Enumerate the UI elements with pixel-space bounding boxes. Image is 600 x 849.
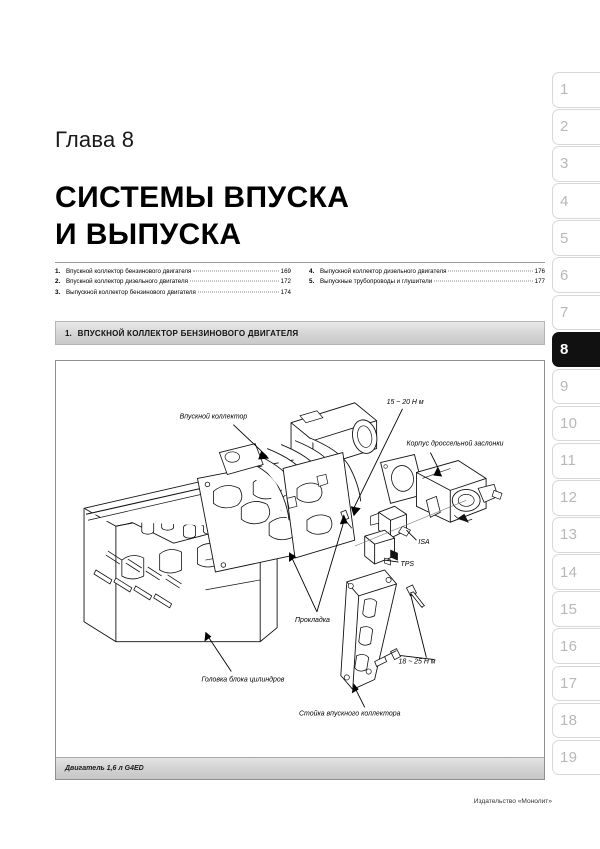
contents-item-label: Впускной коллектор дизельного двигателя [66,278,189,286]
publisher-footer: Издательство «Монолит» [473,798,552,805]
chapter-tab-18[interactable]: 18 [552,702,600,739]
chapter-label: Глава 8 [55,127,135,152]
leader-dots [197,291,279,293]
chapter-tab-rail: 1 2 3 4 5 6 7 8 9 10 11 12 13 14 15 16 1… [552,72,600,777]
chapter-tab-label: 18 [560,711,578,729]
label-torque-bottom: 18 ~ 25 Н м [399,659,436,666]
page-title: СИСТЕМЫ ВПУСКА И ВЫПУСКА [55,181,350,251]
chapter-tab-3[interactable]: 3 [552,146,600,182]
section-title: ВПУСКНОЙ КОЛЛЕКТОР БЕНЗИНОВОГО ДВИГАТЕЛЯ [77,328,299,338]
chapter-tab-label: 9 [560,378,569,396]
chapter-tab-14[interactable]: 14 [552,554,600,590]
contents-item[interactable]: 2. Впускной коллектор дизельного двигате… [55,277,291,287]
contents-item-number: 3. [55,288,61,296]
contents-item-label: Впускной коллектор бензинового двигателя [66,268,192,275]
label-bracket: Стойка впускного коллектора [299,709,401,717]
contents-item-label: Выпускной коллектор бензинового двигател… [66,288,196,296]
chapter-tab-label: 3 [560,155,569,173]
chapter-tab-label: 8 [560,340,569,358]
chapter-tab-12[interactable]: 12 [552,480,600,516]
chapter-tab-label: 12 [560,489,578,507]
contents-item-number: 4. [309,268,315,275]
contents-item-label: Выпускные трубопроводы и глушители [320,278,433,286]
leader-lines [204,408,443,708]
chapter-tab-label: 19 [560,748,578,766]
label-isa: ISA [418,539,430,546]
isa-valve-drawing [370,505,411,539]
chapter-tab-label: 11 [560,452,577,470]
chapter-tab-15[interactable]: 15 [552,591,600,627]
contents-column-right: 4. Выпускной коллектор дизельного двигат… [309,267,545,306]
bracket-bolt-upper [405,584,426,609]
chapter-tab-label: 4 [560,192,569,210]
leader-dots [448,270,533,272]
chapter-tab-10[interactable]: 10 [552,405,600,442]
chapter-tab-2[interactable]: 2 [552,109,600,145]
label-gasket: Прокладка [295,616,330,624]
leader-dots [193,270,279,272]
chapter-tab-1[interactable]: 1 [552,72,600,108]
contents-item-number: 1. [55,268,61,275]
figure-caption: Двигатель 1,6 л G4ED [65,765,144,772]
chapter-tab-label: 17 [560,674,578,692]
chapter-tab-label: 1 [560,81,569,99]
leader-dots [434,280,533,282]
section-header: 1. ВПУСКНОЙ КОЛЛЕКТОР БЕНЗИНОВОГО ДВИГАТ… [55,321,545,345]
contents-item[interactable]: 4. Выпускной коллектор дизельного двигат… [309,267,545,277]
chapter-tab-label: 6 [560,266,569,284]
chapter-tab-11[interactable]: 11 [552,442,600,479]
chapter-tab-6[interactable]: 6 [552,257,600,294]
chapter-tab-17[interactable]: 17 [552,665,600,702]
contents-item-number: 2. [55,278,61,286]
contents-item-label: Выпускной коллектор дизельного двигателя [320,268,447,275]
contents-item-page: 176 [534,268,545,275]
contents-item[interactable]: 1. Впускной коллектор бензинового двигат… [55,267,291,277]
throttle-body-drawing [415,460,503,523]
chapter-tab-19[interactable]: 19 [552,739,600,776]
chapter-tab-4[interactable]: 4 [552,183,600,219]
label-cylinder-head: Головка блока цилиндров [201,675,284,683]
contents-item[interactable]: 3. Выпускной коллектор бензинового двига… [55,288,291,298]
figure-caption-bar: Двигатель 1,6 л G4ED [56,757,544,779]
contents-item[interactable]: 5. Выпускные трубопроводы и глушители 17… [309,277,545,287]
label-throttle-body: Корпус дроссельной заслонки [406,440,503,448]
contents-item-page: 169 [280,268,291,275]
bracket-bolt-lower [374,648,402,668]
leader-dots [190,280,279,282]
intake-manifold-drawing [218,402,378,559]
contents-item-page: 174 [280,288,291,296]
exploded-view-figure: Впускной коллектор 15 ~ 20 Н м Корпус др… [55,360,545,780]
chapter-tab-label: 15 [560,600,578,618]
section-number: 1. [65,328,72,338]
chapter-tab-7[interactable]: 7 [552,294,600,331]
chapter-tab-9[interactable]: 9 [552,368,600,405]
chapter-tab-label: 14 [560,563,578,581]
chapter-tab-label: 13 [560,526,578,544]
manifold-bracket-drawing [340,569,398,690]
chapter-tab-label: 16 [560,637,578,655]
intake-manifold-diagram: Впускной коллектор 15 ~ 20 Н м Корпус др… [83,399,504,717]
contents-column-left: 1. Впускной коллектор бензинового двигат… [55,267,291,306]
chapter-tab-13[interactable]: 13 [552,517,600,553]
chapter-tab-label: 5 [560,229,569,247]
chapter-tab-label: 10 [560,415,578,433]
chapter-tab-8-active[interactable]: 8 [552,331,600,368]
chapter-tab-5[interactable]: 5 [552,220,600,256]
label-intake-manifold: Впускной коллектор [180,413,248,421]
contents-item-page: 172 [280,278,291,286]
label-tps: TPS [401,561,415,568]
chapter-tab-label: 7 [560,303,569,321]
label-torque-top: 15 ~ 20 Н м [387,399,424,406]
contents-item-number: 5. [309,278,315,286]
contents-item-page: 177 [534,278,545,286]
chapter-tab-16[interactable]: 16 [552,628,600,664]
chapter-contents: 1. Впускной коллектор бензинового двигат… [55,262,545,306]
chapter-tab-label: 2 [560,118,569,136]
